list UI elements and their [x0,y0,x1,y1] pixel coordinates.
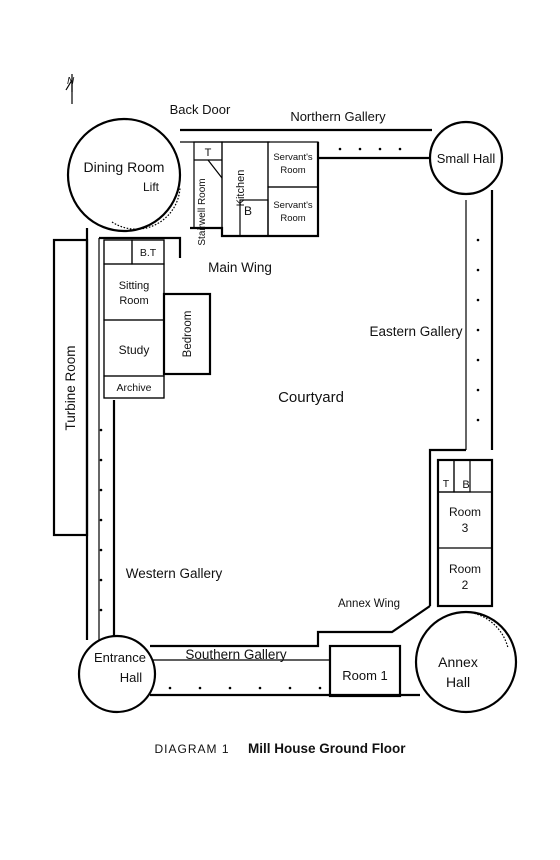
label-t-north: T [205,147,212,159]
label-t-annex: T [443,478,450,490]
label-room-3-line2: 3 [462,521,469,535]
label-dining-room: Dining Room [84,159,165,175]
label-turbine-room: Turbine Room [63,345,78,430]
label-archive: Archive [116,382,151,394]
label-entrance-hall-line1: Entrance [94,650,146,665]
label-courtyard: Courtyard [278,389,344,406]
label-annex-hall-line2: Hall [446,674,470,690]
dining-room-walls [66,117,182,233]
annex-rooms [436,458,494,608]
eastern-gallery-walls [428,190,494,606]
label-study: Study [119,343,150,357]
main-wing-walls [190,141,320,238]
label-small-hall: Small Hall [437,151,496,166]
north-arrow-icon: N [65,74,75,104]
eastern-gallery-columns [476,238,480,422]
label-northern-gallery: Northern Gallery [290,109,386,124]
annex-wing-walls [150,605,431,648]
dining-stair-icon [111,187,181,230]
entrance-hall-walls [77,634,157,714]
small-hall-walls [428,120,504,196]
label-western-gallery: Western Gallery [126,566,223,581]
label-back-door: Back Door [170,102,231,117]
label-kitchen: Kitchen [235,170,247,207]
label-sitting-room-line1: Sitting [119,280,150,292]
northern-gallery-columns [338,147,402,151]
label-entrance-hall-line2: Hall [120,670,143,685]
label-southern-gallery: Southern Gallery [185,647,287,662]
western-gallery-columns [99,428,103,612]
label-b-annex: B [462,479,469,491]
label-room-2-line2: 2 [462,578,469,592]
main-wing-rooms [99,236,212,399]
label-bedroom: Bedroom [182,311,194,358]
label-room-3-line1: Room [449,505,481,519]
floor-plan: N [52,74,518,714]
label-stairwell-room: Stairwell Room [197,178,208,245]
label-servants-room-1-line2: Room [280,165,305,176]
western-gallery-walls [85,228,116,660]
label-servants-room-2-line1: Servant's [273,200,313,211]
label-servants-room-2-line2: Room [280,213,305,224]
label-servants-room-1-line1: Servant's [273,152,313,163]
label-room-1: Room 1 [342,668,388,683]
label-b-north: B [244,204,252,218]
room-1-walls [328,644,402,698]
label-room-2-line1: Room [449,562,481,576]
diagram-caption: DIAGRAM 1 Mill House Ground Floor [0,740,560,758]
label-lift: Lift [143,180,160,194]
southern-gallery-columns [168,686,322,690]
annex-hall-walls [414,610,518,714]
annex-stair-icon [467,611,509,649]
label-eastern-gallery: Eastern Gallery [369,324,462,339]
caption-title: Mill House Ground Floor [247,741,406,756]
label-annex-wing: Annex Wing [338,598,400,610]
label-sitting-room-line2: Room [119,295,148,307]
label-main-wing: Main Wing [208,260,272,275]
caption-number: DIAGRAM 1 [154,742,230,756]
svg-text:N: N [67,76,75,87]
label-annex-hall-line1: Annex [438,654,478,670]
label-bt: B.T [140,247,157,259]
